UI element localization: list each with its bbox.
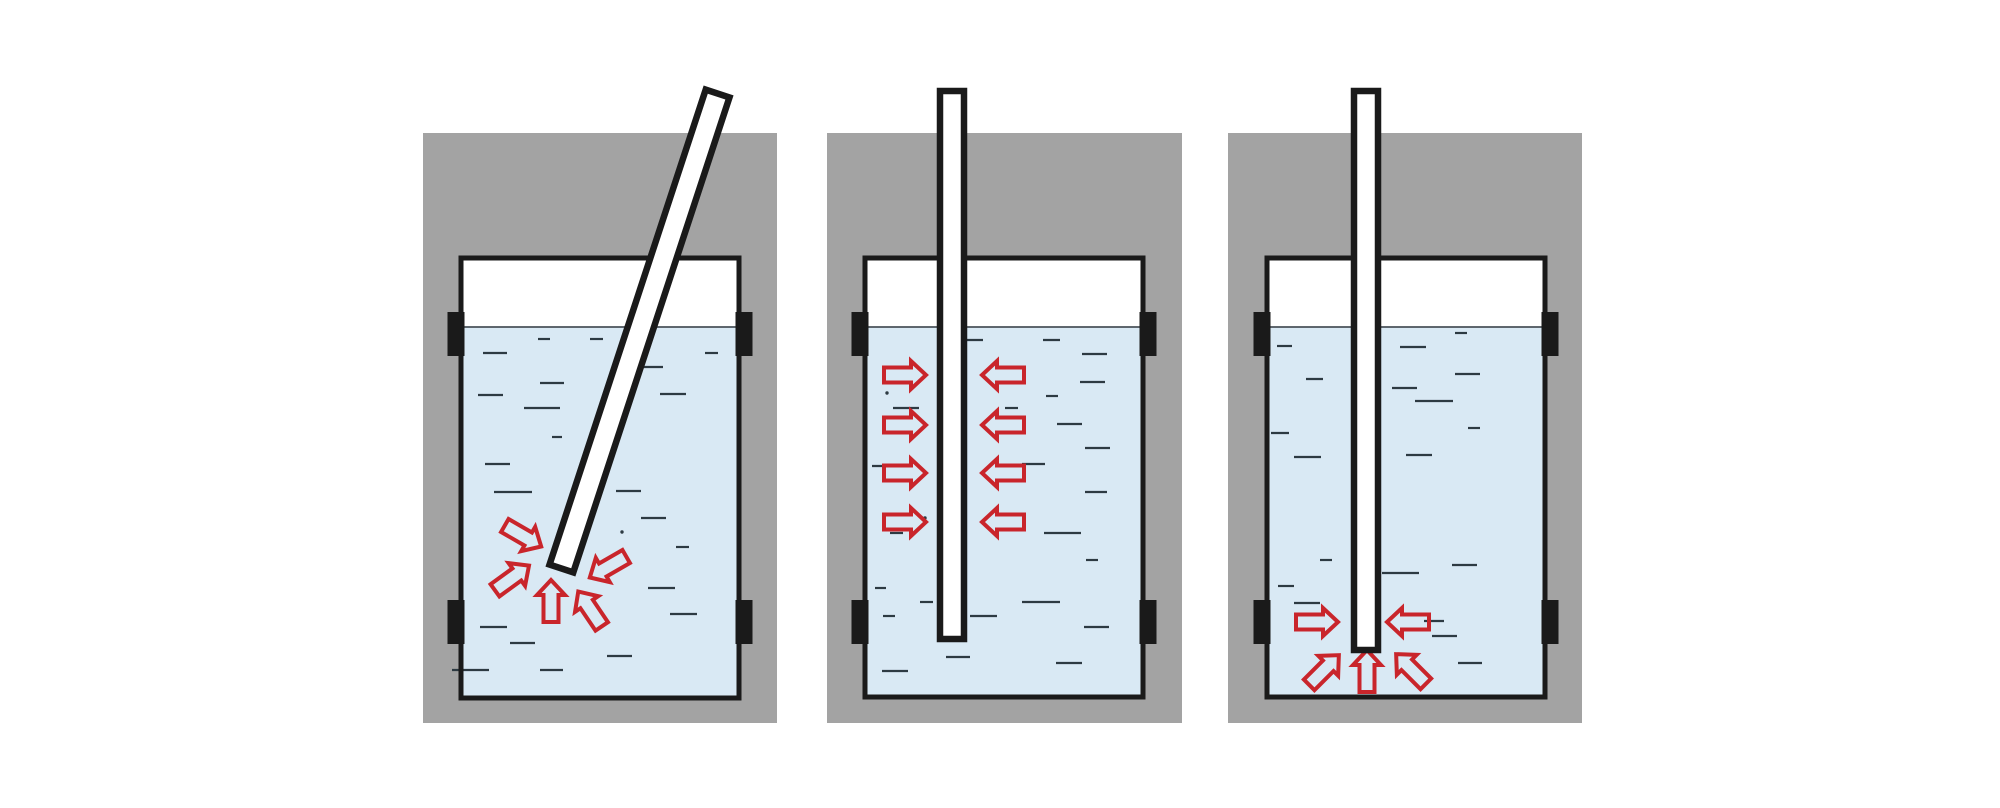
pressure-arrow [487, 560, 532, 600]
pressure-arrow [587, 547, 633, 586]
tank-air-gap [865, 258, 1143, 327]
rod [936, 87, 968, 643]
pressure-arrow [979, 356, 1026, 394]
tank-outline [458, 255, 742, 701]
pressure-arrow [1394, 652, 1434, 692]
rod [545, 85, 734, 577]
rod [1350, 87, 1382, 654]
water-dot [885, 391, 889, 395]
pressure-arrow [1301, 653, 1341, 693]
pressure-arrow [979, 406, 1026, 444]
pressure-arrow [1348, 647, 1386, 694]
tank-outline [862, 255, 1146, 700]
panel-tilted-rod [423, 85, 777, 723]
tank-air-gap [461, 258, 739, 327]
tank-outline [1264, 255, 1548, 700]
pressure-arrow [532, 577, 570, 624]
panel-vertical-rod-mid-depth [827, 87, 1182, 723]
panel-vertical-rod-near-bottom [1228, 87, 1582, 723]
tank-water [461, 327, 739, 698]
pressure-arrow [979, 503, 1026, 541]
pressure-arrow [1384, 603, 1431, 641]
pressure-arrow [882, 406, 929, 444]
pressure-arrow [1294, 603, 1341, 641]
water-dot [620, 530, 624, 534]
tank-air-gap [1267, 258, 1545, 327]
pressure-arrow [979, 454, 1026, 492]
pressure-arrow [882, 454, 929, 492]
pressure-arrow [882, 503, 929, 541]
pressure-arrow [882, 356, 929, 394]
tank-water [1267, 327, 1545, 697]
pressure-arrow [572, 589, 611, 634]
pressure-arrow [498, 516, 544, 555]
